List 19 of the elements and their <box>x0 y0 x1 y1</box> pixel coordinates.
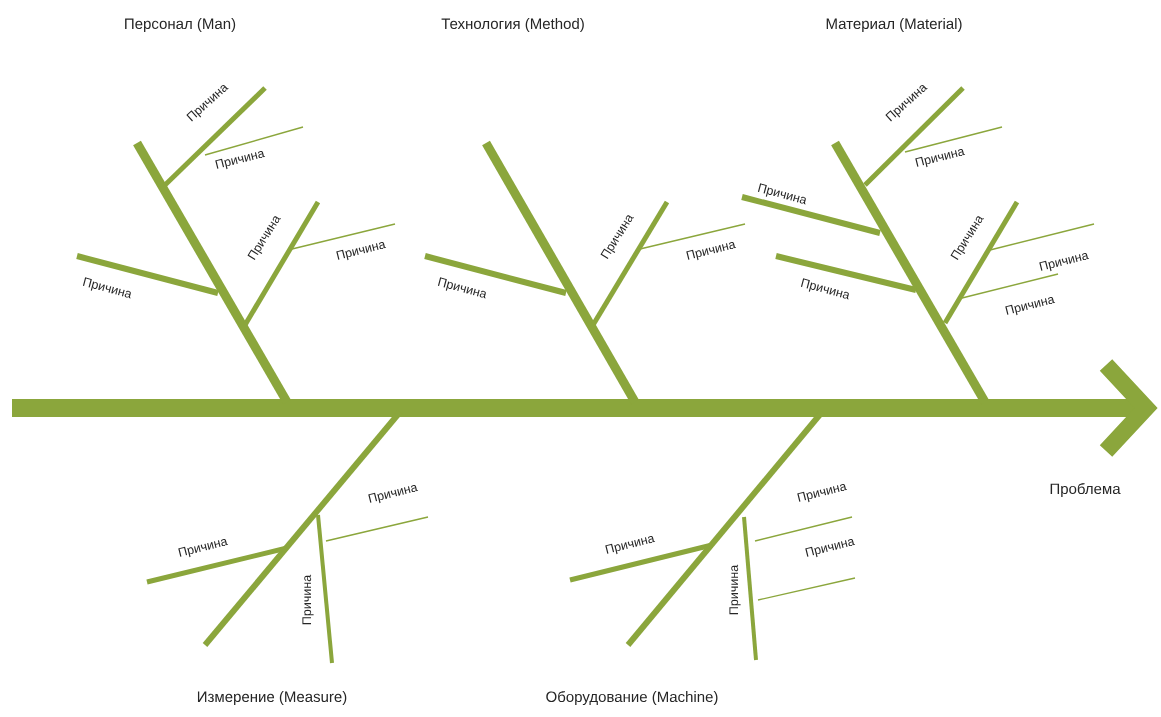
cause-label: Причина <box>336 242 387 261</box>
cause-label: Причина <box>1005 297 1056 316</box>
problem-label: Проблема <box>1050 482 1121 498</box>
cause-label: Причина <box>805 539 856 558</box>
cause-label: Причина <box>797 484 848 503</box>
category-label: Материал (Material) <box>826 18 962 32</box>
cause-label: Причина <box>1039 253 1090 272</box>
category-label: Оборудование (Machine) <box>546 690 718 706</box>
category-label: Технология (Method) <box>441 18 584 32</box>
cause-label: Причина <box>302 574 314 625</box>
category-label: Персонал (Man) <box>125 18 236 32</box>
cause-label: Причина <box>215 151 266 170</box>
category-label: Измерение (Measure) <box>197 691 347 705</box>
cause-label: Причина <box>368 485 419 504</box>
cause-label: Причина <box>915 149 966 168</box>
cause-label: Причина <box>605 536 656 555</box>
cause-label: Причина <box>729 564 741 615</box>
cause-label: Причина <box>686 242 737 261</box>
cause-label: Причина <box>178 539 229 558</box>
